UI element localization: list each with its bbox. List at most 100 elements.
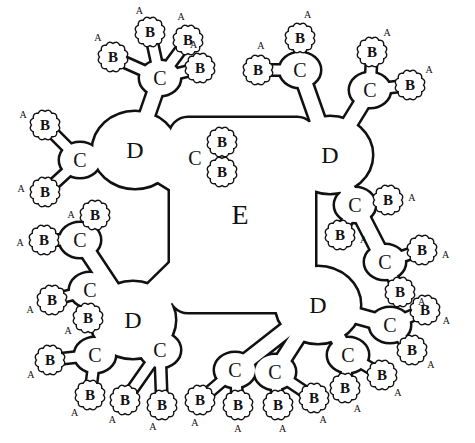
lobe-body xyxy=(276,267,360,343)
sub-lobe-body xyxy=(75,338,115,372)
letter-label: A xyxy=(65,326,72,336)
sub-lobe-body xyxy=(75,338,115,372)
node-letter: B xyxy=(217,135,227,150)
letter-label: A xyxy=(18,184,25,194)
scalloped-edge xyxy=(373,185,402,214)
node-letter: D xyxy=(124,308,141,332)
letter-label: A xyxy=(394,388,401,398)
scalloped-edge xyxy=(80,200,109,229)
scalloped-edge xyxy=(325,220,354,249)
sub-lobe-body xyxy=(140,333,180,367)
sub-lobe: C xyxy=(337,342,358,368)
letter-label: A xyxy=(257,41,264,51)
scalloped-edge xyxy=(30,177,59,206)
node-letter: B xyxy=(108,50,118,65)
scalloped-edge xyxy=(110,385,139,414)
sub-lobe: C xyxy=(264,359,285,385)
node-letter: C xyxy=(228,360,241,380)
letter-label: A xyxy=(304,10,311,20)
node-letter: B xyxy=(90,208,100,223)
sub-lobe: C xyxy=(359,77,380,103)
scalloped-bud: B xyxy=(34,344,66,376)
node-letter: B xyxy=(335,228,345,243)
scalloped-bud: B xyxy=(284,22,316,54)
scalloped-bud: B xyxy=(324,219,356,251)
scalloped-bud: B xyxy=(394,69,426,101)
node-letter: C xyxy=(348,195,361,215)
node-letter: B xyxy=(39,233,49,248)
scalloped-bud: B xyxy=(109,384,141,416)
node-letter: B xyxy=(45,353,55,368)
letter-label: A xyxy=(190,40,197,50)
letter-label: A xyxy=(27,305,34,315)
scalloped-bud: B xyxy=(384,276,416,308)
node-letter: C xyxy=(188,148,201,168)
sub-lobe-body xyxy=(350,73,390,107)
scalloped-bud: B xyxy=(206,156,238,188)
scalloped-bud: B xyxy=(79,199,111,231)
scalloped-bud: B xyxy=(396,334,428,366)
letter-label: A xyxy=(319,415,326,425)
scalloped-edge xyxy=(98,42,127,71)
scalloped-bud: B xyxy=(29,176,61,208)
sub-lobe: C xyxy=(344,192,365,218)
node-letter: B xyxy=(377,368,387,383)
scalloped-edge xyxy=(407,235,436,264)
sub-lobe-body xyxy=(335,188,375,222)
scalloped-edge xyxy=(223,390,252,419)
node-letter: B xyxy=(253,63,263,78)
sub-lobe: C xyxy=(149,337,170,363)
lobe-body xyxy=(288,117,372,193)
scalloped-edge xyxy=(357,37,386,66)
scalloped-edge xyxy=(385,277,414,306)
scalloped-edge xyxy=(185,53,214,82)
lobe: D xyxy=(122,135,147,165)
sub-lobe: C xyxy=(374,249,395,275)
letter-label: A xyxy=(427,360,434,370)
lobe-body xyxy=(276,267,360,343)
letter-label: A xyxy=(360,235,367,245)
sub-lobe-body xyxy=(60,143,100,177)
sub-lobe-body xyxy=(365,245,405,279)
scalloped-bud: B xyxy=(329,372,361,404)
scalloped-edge xyxy=(75,380,104,409)
lobe: D xyxy=(305,290,330,320)
sub-lobe: C xyxy=(69,227,90,253)
scalloped-edge xyxy=(135,17,164,46)
scalloped-edge xyxy=(367,360,396,389)
scalloped-edge xyxy=(147,390,176,419)
letter-label: A xyxy=(27,370,34,380)
outline-stroke xyxy=(44,32,425,405)
scalloped-edge xyxy=(243,55,272,84)
sub-lobe-body xyxy=(370,308,410,342)
sub-lobe: C xyxy=(184,145,205,171)
sub-lobe: C xyxy=(84,342,105,368)
sub-lobe: C xyxy=(79,277,100,303)
scalloped-edge xyxy=(173,25,202,54)
scalloped-bud: B xyxy=(242,54,274,86)
scalloped-bud: B xyxy=(366,359,398,391)
scalloped-bud: B xyxy=(74,379,106,411)
node-letter: B xyxy=(40,118,50,133)
sub-lobe-body xyxy=(255,355,295,389)
node-letter: E xyxy=(231,201,248,229)
node-letter: B xyxy=(367,45,377,60)
node-letter: C xyxy=(268,362,281,382)
sub-lobe-body xyxy=(365,245,405,279)
node-letter: B xyxy=(340,381,350,396)
letter-label: A xyxy=(425,65,432,75)
sub-lobe-body xyxy=(280,53,320,87)
sub-lobe-body xyxy=(215,353,255,387)
letter-label: A xyxy=(17,238,24,248)
sub-lobe-body xyxy=(370,308,410,342)
scalloped-bud: B xyxy=(184,384,216,416)
node-letter: B xyxy=(405,78,415,93)
letter-label: A xyxy=(442,250,449,260)
scalloped-edge xyxy=(73,303,102,332)
scalloped-edge xyxy=(395,70,424,99)
node-letter: B xyxy=(83,311,93,326)
node-letter: D xyxy=(309,293,326,317)
lobe-body xyxy=(93,112,177,188)
sub-lobe-body xyxy=(140,61,180,95)
